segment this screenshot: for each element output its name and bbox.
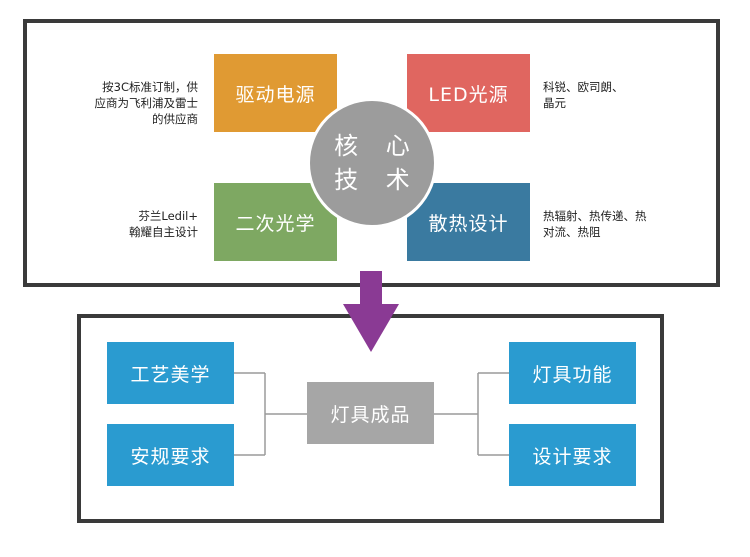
led-source-note: 科锐、欧司朗、 晶元 bbox=[543, 80, 624, 110]
power-supply-box: 驱动电源 bbox=[214, 54, 337, 132]
led-source-box: LED光源 bbox=[407, 54, 530, 132]
core-line-1: 核 心 bbox=[334, 132, 420, 160]
luminaire-function-box: 灯具功能 bbox=[509, 342, 636, 404]
thermal-design-note: 热辐射、热传递、热 对流、热阻 bbox=[543, 209, 647, 239]
craft-aesthetics-box: 工艺美学 bbox=[107, 342, 234, 404]
core-line-2: 技 术 bbox=[334, 166, 420, 194]
core-technology-circle: 核 心 技 术 bbox=[307, 98, 437, 228]
safety-requirements-box: 安规要求 bbox=[107, 424, 234, 486]
down-arrow-icon bbox=[343, 271, 399, 352]
design-requirements-box: 设计要求 bbox=[509, 424, 636, 486]
power-supply-note: 按3C标准订制，供 应商为飞利浦及雷士 的供应商 bbox=[94, 80, 199, 126]
secondary-optics-note: 芬兰Ledil+ 翰耀自主设计 bbox=[129, 209, 198, 239]
finished-luminaire-box: 灯具成品 bbox=[307, 382, 434, 444]
